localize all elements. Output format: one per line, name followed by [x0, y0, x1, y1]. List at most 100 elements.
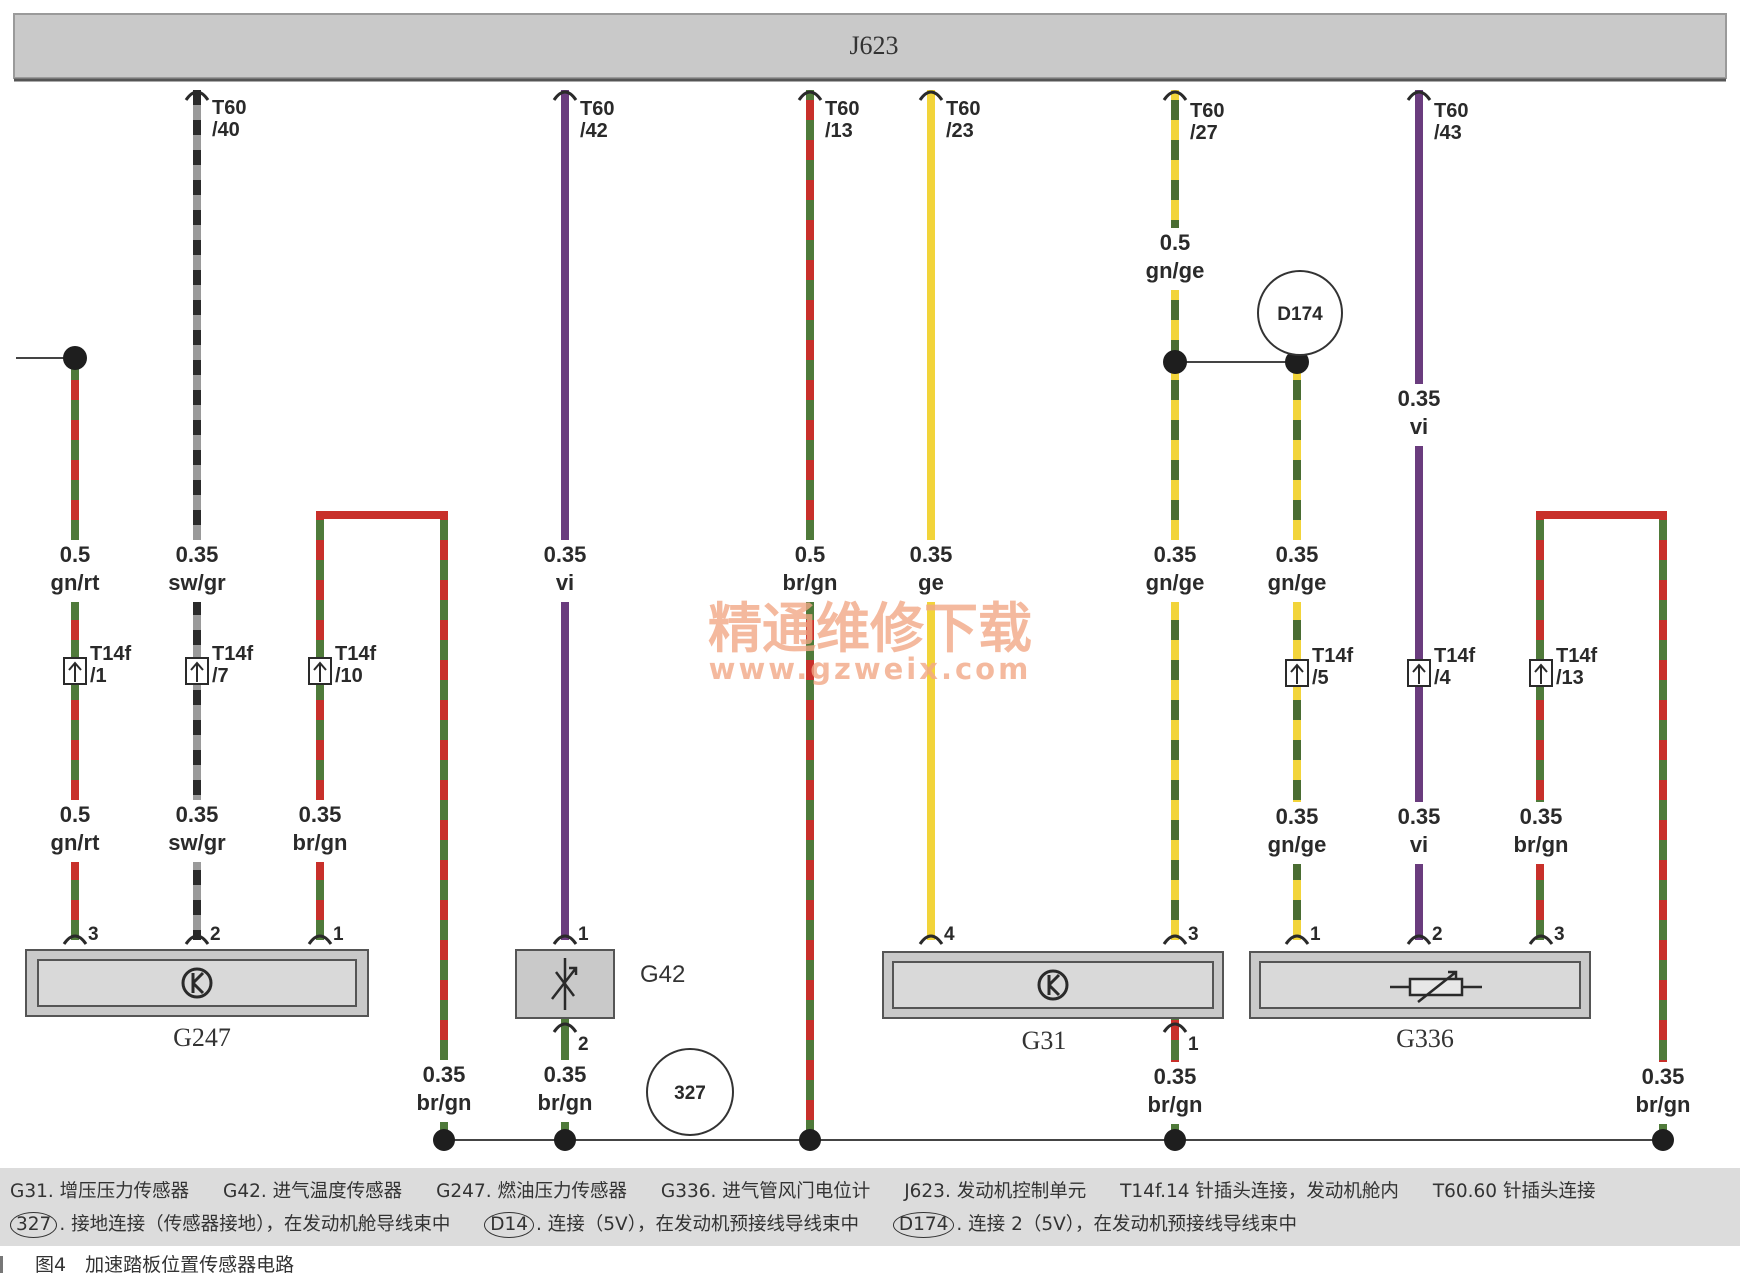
- d174-circle: [1257, 270, 1343, 356]
- g247-label: G247: [173, 1023, 231, 1052]
- wire-size-label: 0.35: [1642, 1064, 1685, 1089]
- wire-color-label: br/gn: [538, 1090, 593, 1115]
- legend-tag: D14: [484, 1212, 535, 1238]
- component-pin-label: 2: [210, 924, 221, 945]
- component-pin-label: 3: [1188, 924, 1199, 945]
- legend: G31. 增压压力传感器 G42. 进气温度传感器 G247. 燃油压力传感器 …: [0, 1168, 1740, 1246]
- wire-size-label: 0.35: [176, 542, 219, 567]
- wire-size-label: 0.5: [1160, 230, 1191, 255]
- wire-size-label: 0.35: [544, 542, 587, 567]
- wire-color-label: gn/ge: [1146, 258, 1205, 283]
- controller-label: J623: [849, 31, 898, 60]
- caption-bar: [0, 1256, 3, 1273]
- wire-color-label: br/gn: [1514, 832, 1569, 857]
- wire-size-label: 0.35: [1520, 804, 1563, 829]
- wire-color-label: gn/rt: [51, 570, 101, 595]
- t60-pin-label: T60/42: [580, 98, 614, 142]
- wire-size-label: 0.35: [1398, 804, 1441, 829]
- pressure-sensor-icon: [181, 967, 213, 999]
- pressure-sensor-icon: [1037, 969, 1069, 1001]
- g31-inner: [892, 961, 1214, 1009]
- wire-color-label: vi: [556, 570, 574, 595]
- legend-line-2: 327. 接地连接（传感器接地），在发动机舱导线束中 D14. 连接（5V），在…: [10, 1210, 1325, 1238]
- component-pin-label: 1: [1188, 1034, 1199, 1055]
- wire-color-label: br/gn: [417, 1090, 472, 1115]
- g31-label: G31: [1022, 1026, 1067, 1055]
- legend-tag: D174: [892, 1212, 955, 1238]
- wire-size-label: 0.5: [60, 542, 91, 567]
- t60-pin-label: T60/23: [946, 98, 980, 142]
- legend-item: D14. 连接（5V），在发动机预接线导线束中: [484, 1212, 859, 1238]
- junction-dot: [1163, 350, 1187, 374]
- wire-size-label: 0.35: [1276, 804, 1319, 829]
- wire-color-label: gn/ge: [1268, 570, 1327, 595]
- legend-item: G31. 增压压力传感器: [10, 1181, 190, 1202]
- wire-size-label: 0.35: [1398, 386, 1441, 411]
- legend-item: T14f.14 针插头连接，发动机舱内: [1120, 1181, 1399, 1202]
- caption-text: 图4 加速踏板位置传感器电路: [35, 1254, 295, 1276]
- legend-tag: 327: [10, 1212, 58, 1238]
- wire-color-label: br/gn: [1636, 1092, 1691, 1117]
- thermistor-icon: [551, 958, 578, 1010]
- legend-item: G336. 进气管风门电位计: [660, 1181, 871, 1202]
- component-pin-label: 1: [578, 924, 589, 945]
- component-pin-connectors: [62, 934, 1554, 1033]
- t60-pin-label: T60/13: [825, 98, 859, 142]
- junction-dot: [1285, 350, 1309, 374]
- component-pin-label: 4: [944, 924, 955, 945]
- t14f-arrows: [68, 661, 1548, 684]
- wire-size-label: 0.35: [1154, 542, 1197, 567]
- legend-item: G42. 进气温度传感器: [223, 1181, 403, 1202]
- t60-pin-label: T60/27: [1190, 100, 1224, 144]
- component-pin-label: 1: [333, 924, 344, 945]
- legend-text: . 接地连接（传感器接地），在发动机舱导线束中: [59, 1214, 451, 1235]
- wire-color-label: sw/gr: [168, 570, 226, 595]
- legend-item: 327. 接地连接（传感器接地），在发动机舱导线束中: [10, 1212, 451, 1238]
- legend-line-1: G31. 增压压力传感器 G42. 进气温度传感器 G247. 燃油压力传感器 …: [10, 1177, 1623, 1203]
- component-pin-label: 1: [1310, 924, 1321, 945]
- wire-size-label: 0.35: [423, 1062, 466, 1087]
- wire-color-label: gn/ge: [1268, 832, 1327, 857]
- wire-size-label: 0.35: [176, 802, 219, 827]
- component-pin-label: 3: [1554, 924, 1565, 945]
- ground-327-circle: [646, 1048, 734, 1136]
- g336-label: G336: [1396, 1024, 1454, 1053]
- t14f-pin-label: T14f/10: [335, 643, 376, 687]
- t60-connectors: [184, 90, 1432, 101]
- g247-inner: [37, 959, 357, 1007]
- legend-item: D174. 连接 2（5V），在发动机预接线导线束中: [892, 1212, 1298, 1238]
- component-pin-label: 3: [88, 924, 99, 945]
- t14f-pin-label: T14f/13: [1556, 645, 1597, 689]
- wire-size-label: 0.5: [795, 542, 826, 567]
- figure-caption: 图4 加速踏板位置传感器电路: [0, 1250, 294, 1277]
- wire-size-label: 0.35: [1276, 542, 1319, 567]
- watermark-url: www.gzweix.com: [709, 652, 1032, 686]
- wire-color-label: br/gn: [293, 830, 348, 855]
- wire-label-backgrounds: [44, 228, 1696, 1124]
- d174-label: D174: [1277, 304, 1323, 325]
- t14f-pin-label: T14f/7: [212, 643, 253, 687]
- wire-color-label: ge: [918, 570, 944, 595]
- controller-bar: [13, 13, 1727, 79]
- component-pin-label: 2: [1432, 924, 1443, 945]
- watermark-cn: 精通维修下载: [708, 597, 1032, 660]
- t60-pin-label: T60/40: [212, 97, 246, 141]
- g42-label: G42: [640, 961, 685, 988]
- ground-junctions: [433, 1129, 1674, 1151]
- legend-item: J623. 发动机控制单元: [904, 1181, 1087, 1202]
- wire-size-label: 0.5: [60, 802, 91, 827]
- wire-size-label: 0.35: [544, 1062, 587, 1087]
- wire-size-label: 0.35: [910, 542, 953, 567]
- wire-color-label: br/gn: [1148, 1092, 1203, 1117]
- legend-item: G247. 燃油压力传感器: [436, 1181, 627, 1202]
- legend-text: . 连接 2（5V），在发动机预接线导线束中: [956, 1214, 1298, 1235]
- wire-size-label: 0.35: [299, 802, 342, 827]
- wire-color-label: br/gn: [783, 570, 838, 595]
- ground-327-label: 327: [674, 1083, 706, 1104]
- wire-color-label: vi: [1410, 832, 1428, 857]
- t14f-pin-label: T14f/5: [1312, 645, 1353, 689]
- t14f-pin-label: T14f/1: [90, 643, 131, 687]
- wire-color-label: gn/rt: [51, 830, 101, 855]
